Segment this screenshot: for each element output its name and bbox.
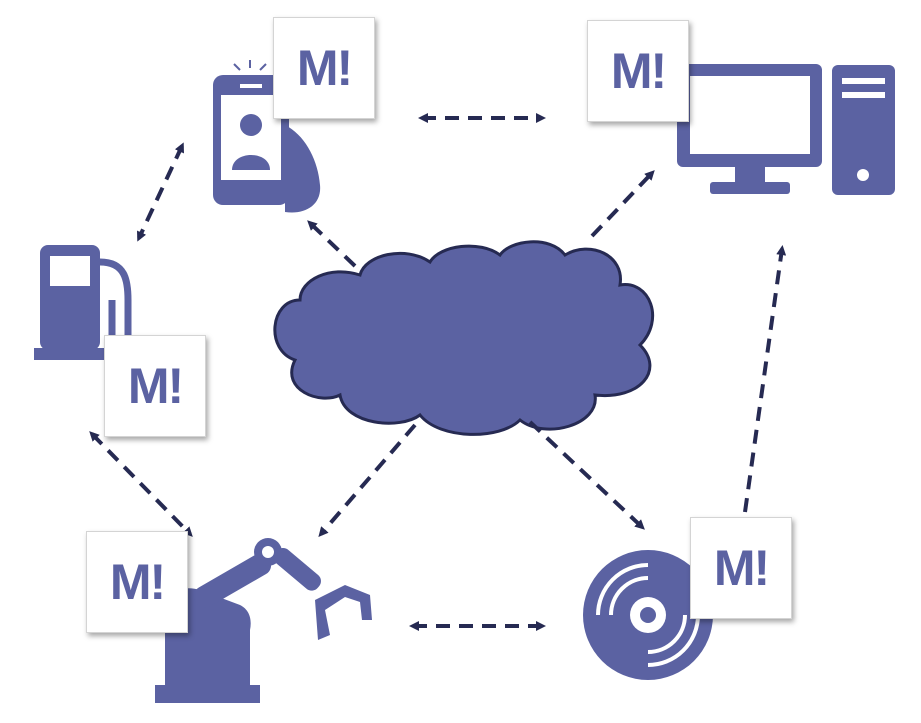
arrow-pump-robot [89,431,193,537]
arrow-disc-desktop [743,245,787,513]
badge-logo-desktop: M! [587,20,689,122]
badge-logo-disc: M! [690,517,792,619]
smartphone-user-icon [213,60,321,213]
desktop-computer-icon [677,64,895,195]
arrow-cloud-disc [528,420,645,530]
badge-logo-phone: M! [273,17,375,119]
cloud-icon [273,240,655,436]
arrow-phone-pump [137,142,184,242]
arrow-cloud-desktop [590,170,655,238]
badge-logo-robot: M! [86,531,188,633]
arrow-cloud-robot [318,423,417,538]
badge-logo-pump: M! [104,335,206,437]
disc-icon [583,550,713,680]
arrow-cloud-phone [307,220,357,268]
